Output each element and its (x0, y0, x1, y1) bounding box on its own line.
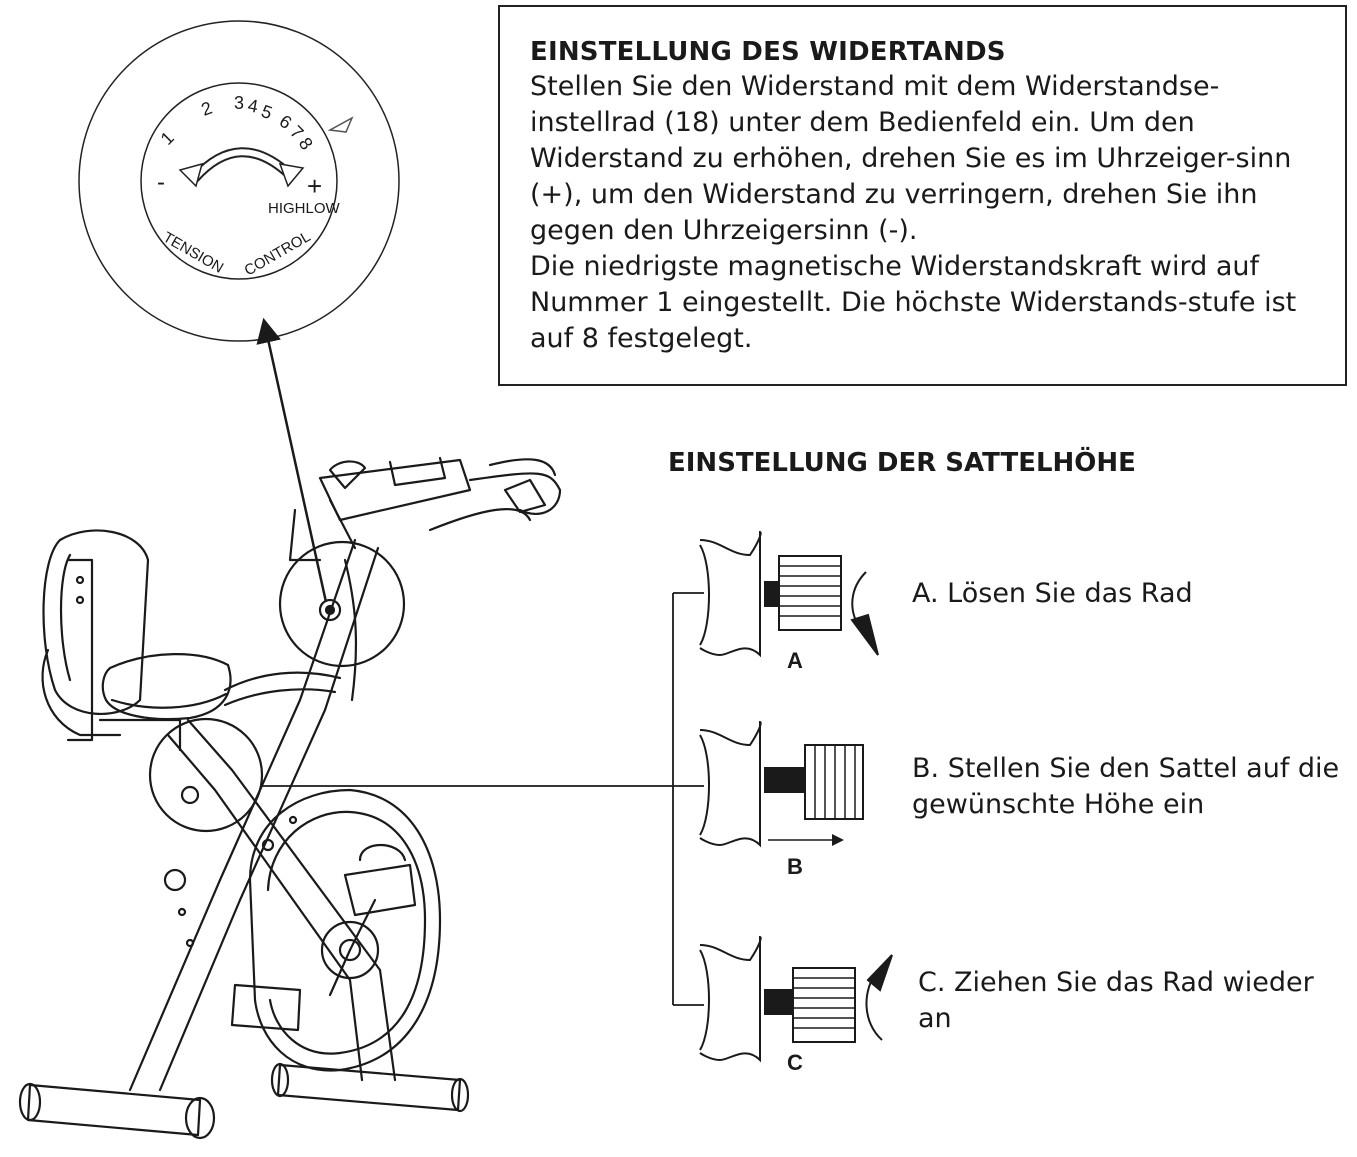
knob-detail-a (699, 530, 879, 658)
dial-number-3: 3 (234, 93, 244, 113)
dial-word-tension: TENSION (160, 229, 226, 277)
resistance-paragraph-1: Stellen Sie den Widerstand mit dem Wider… (530, 71, 1292, 246)
step-a-text: A. Lösen Sie das Rad (912, 578, 1193, 609)
dial-plus: + (307, 171, 322, 201)
bike-illustration (18, 456, 562, 1140)
dial-number-4: 4 (246, 95, 259, 116)
dial-number-1: 1 (157, 128, 178, 149)
step-b-text: B. Stellen Sie den Sattel auf die gewüns… (912, 753, 1340, 820)
step-b-letter: B (787, 854, 803, 879)
step-c-text: C. Ziehen Sie das Rad wieder an (918, 967, 1314, 1034)
dial-number-5: 5 (259, 101, 275, 123)
resistance-body: Stellen Sie den Widerstand mit dem Wider… (530, 69, 1320, 357)
resistance-paragraph-2: Die niedrigste magnetische Widerstandskr… (530, 251, 1297, 354)
knob-detail-b (699, 720, 864, 848)
dial-pointer-arrow (256, 317, 328, 603)
dial-highlow: HIGHLOW (268, 200, 341, 217)
tension-dial-zoom: 1 2 3 4 5 6 7 8 - + HIGHLOW TENSION CONT… (78, 20, 400, 342)
resistance-title: EINSTELLUNG DES WIDERTANDS (530, 37, 1006, 67)
seat-height-title: EINSTELLUNG DER SATTELHÖHE (668, 448, 1136, 478)
dial-number-2: 2 (199, 98, 215, 120)
knob-detail-c (699, 935, 893, 1063)
dial-minus: - (157, 169, 165, 196)
seat-connector (260, 592, 704, 1006)
step-c-letter: C (787, 1050, 803, 1075)
step-a-letter: A (787, 648, 803, 673)
resistance-info-box: EINSTELLUNG DES WIDERTANDS Stellen Sie d… (498, 5, 1347, 386)
